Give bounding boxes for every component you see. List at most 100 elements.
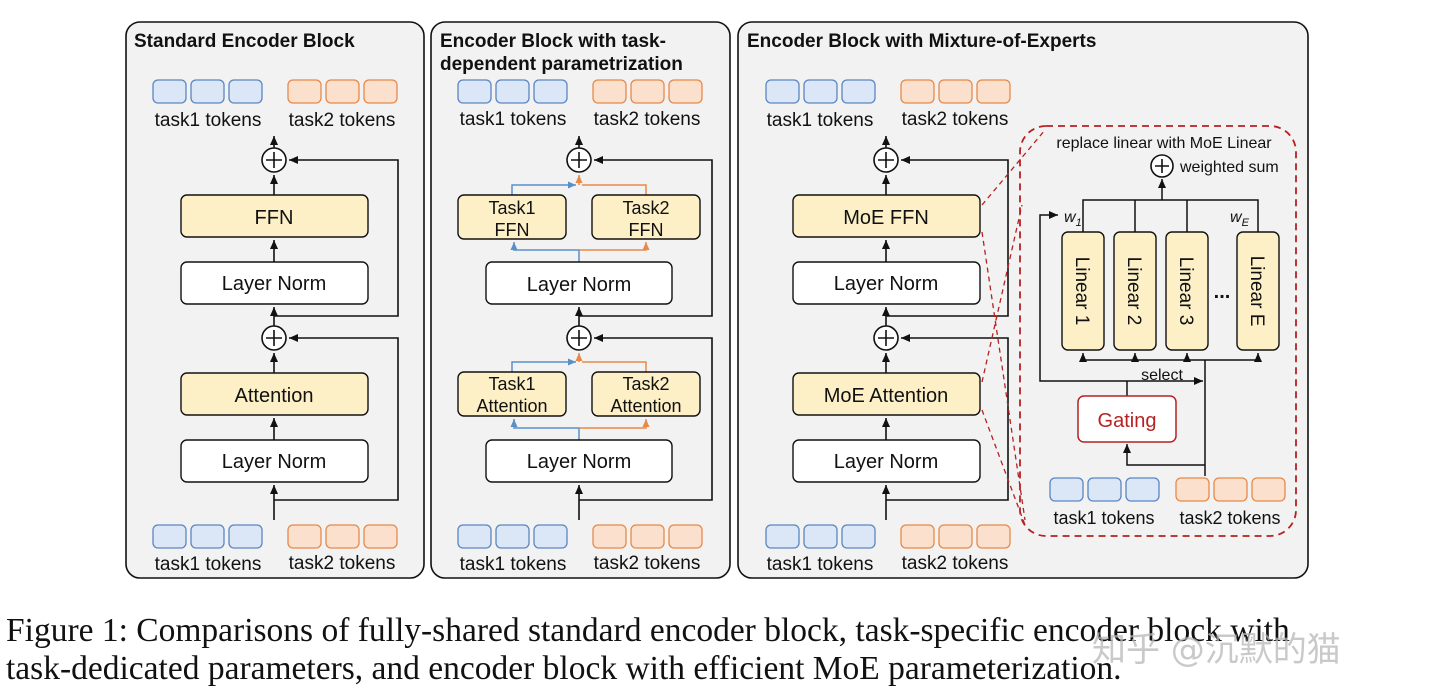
expert-ellipsis: ... [1214, 281, 1231, 303]
select-label: select [1141, 367, 1183, 384]
attention-label: Attention [235, 385, 314, 407]
task2-route [582, 361, 647, 372]
gating-label: Gating [1098, 410, 1157, 432]
panel-title-line2: dependent parametrization [440, 54, 683, 75]
task2-token [363, 79, 398, 104]
zoom-connectors [981, 129, 1046, 526]
task1-token [1125, 477, 1160, 502]
layer-norm-label: Layer Norm [527, 274, 631, 296]
moe-detail-frame [1019, 125, 1297, 537]
moe-ffn-label: MoE FFN [843, 207, 929, 229]
tokens-bottom: task1 tokens task2 tokens [457, 524, 703, 575]
tokens-bottom: task1 tokens task2 tokens [765, 524, 1011, 575]
task1-tokens-label: task1 tokens [1053, 508, 1154, 528]
task1-token [803, 524, 838, 549]
add-icon-cross [266, 152, 282, 168]
figure-diagram: Standard Encoder Block task1 tokens task… [125, 21, 1309, 579]
layer-norm-label: Layer Norm [222, 451, 326, 473]
add-icon-cross [878, 152, 894, 168]
zoom-line [981, 409, 1026, 526]
task1-route [511, 358, 576, 372]
task1-attention-label-line1: Task1 [488, 374, 535, 394]
task2-token [976, 524, 1011, 549]
tokens-top: task1 tokens task2 tokens [765, 79, 1011, 131]
task1-token [228, 524, 263, 549]
task1-ffn-label-line2: FFN [495, 220, 530, 240]
task1-token [152, 79, 187, 104]
task1-tokens-label: task1 tokens [460, 109, 567, 130]
task2-token [1213, 477, 1248, 502]
task2-token [900, 524, 935, 549]
layer-norm-block [485, 439, 673, 483]
task1-token [457, 524, 492, 549]
expert-label: Linear 2 [1123, 257, 1144, 326]
task2-route [579, 242, 650, 251]
ffn-label: FFN [255, 207, 294, 229]
moe-linear-detail: replace linear with MoE Linear weighted … [1019, 125, 1297, 537]
caption-line-1: Figure 1: Comparisons of fully-shared st… [6, 612, 1290, 649]
task1-token [765, 79, 800, 104]
task2-token [592, 524, 627, 549]
figure-caption: Figure 1: Comparisons of fully-shared st… [6, 612, 1436, 688]
expert-label: Linear 1 [1071, 257, 1092, 326]
task2-attention-block [591, 371, 701, 417]
task1-ffn-label-line1: Task1 [488, 198, 535, 218]
task1-attention-block [457, 371, 567, 417]
task2-ffn-label-line1: Task2 [622, 198, 669, 218]
zoom-line [981, 129, 1046, 206]
task1-attention-label-line2: Attention [476, 396, 547, 416]
task2-ffn-label-line2: FFN [629, 220, 664, 240]
weighted-sum-label: weighted sum [1179, 159, 1279, 176]
task1-tokens-label: task1 tokens [155, 554, 262, 575]
task1-token [533, 79, 568, 104]
task2-token [938, 79, 973, 104]
residual-connection [579, 334, 713, 501]
task1-route [510, 419, 580, 440]
moe-attention-label: MoE Attention [824, 385, 949, 407]
task1-token [457, 79, 492, 104]
watermark: 知乎 @沉默的猫 [1092, 630, 1341, 670]
task2-tokens-label: task2 tokens [594, 109, 701, 130]
task1-tokens-label: task1 tokens [460, 554, 567, 575]
task1-route [511, 181, 576, 195]
task2-token [900, 79, 935, 104]
task2-token [668, 79, 703, 104]
weights-bus [1082, 199, 1259, 232]
expert-linear-2 [1113, 231, 1157, 351]
layer-norm-label: Layer Norm [834, 273, 938, 295]
tokens-bottom: task1 tokens task2 tokens [152, 524, 398, 575]
task2-tokens-label: task2 tokens [902, 109, 1009, 130]
gating-input-line [1123, 444, 1205, 466]
panel-title: Standard Encoder Block [134, 31, 355, 52]
tokens-top: task1 tokens task2 tokens [152, 79, 398, 131]
add-icon-cross [1155, 159, 1169, 173]
task1-token [765, 524, 800, 549]
zoom-line [981, 231, 1026, 521]
task2-token [938, 524, 973, 549]
gating-weights-line [1039, 211, 1082, 382]
task2-tokens-label: task2 tokens [902, 553, 1009, 574]
task2-token [287, 79, 322, 104]
task2-token [325, 524, 360, 549]
task2-tokens-label: task2 tokens [289, 553, 396, 574]
panel-moe-encoder: Encoder Block with Mixture-of-Experts ta… [737, 21, 1309, 579]
task2-tokens-label: task2 tokens [594, 553, 701, 574]
zoom-line [981, 204, 1023, 383]
task2-token [976, 79, 1011, 104]
task1-token [803, 79, 838, 104]
task2-token [592, 79, 627, 104]
task2-token [325, 79, 360, 104]
layer-norm-label: Layer Norm [834, 451, 938, 473]
task2-token [287, 524, 322, 549]
residual-connection [579, 156, 713, 317]
task1-token [841, 524, 876, 549]
task2-token [630, 524, 665, 549]
task1-token [152, 524, 187, 549]
task1-route [510, 242, 580, 262]
moe-detail-title: replace linear with MoE Linear [1056, 135, 1272, 152]
layer-norm-label: Layer Norm [222, 273, 326, 295]
panel-title-line1: Encoder Block with task- [440, 31, 666, 52]
task2-token [363, 524, 398, 549]
task2-ffn-block [591, 194, 701, 240]
add-icon-cross [571, 152, 587, 168]
